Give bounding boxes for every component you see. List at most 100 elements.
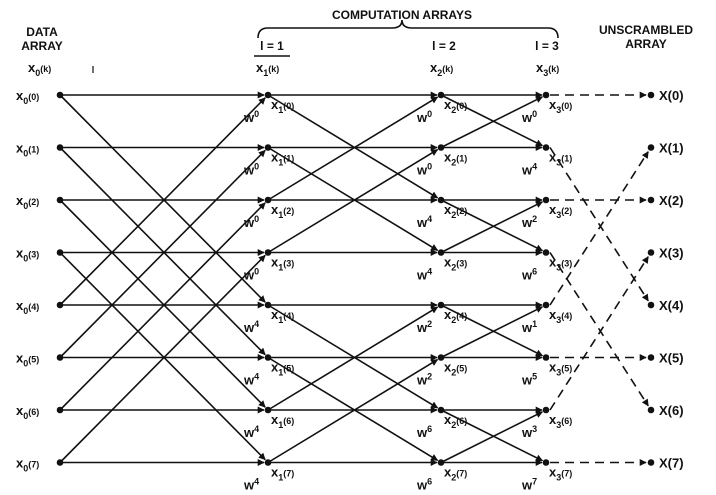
stage2-label-5-base: x — [444, 360, 452, 375]
stage3-label-3-sub: 3 — [556, 263, 561, 273]
twiddle-s3-6: w3 — [521, 424, 537, 440]
column-header-3-sub: 3 — [543, 68, 548, 78]
node-col0-row0 — [56, 91, 64, 99]
input-label-3-base: x — [16, 246, 24, 261]
twiddle-s2-5-exp: 2 — [427, 372, 432, 382]
stage1-label-1-base: x — [271, 150, 279, 165]
node-col0-row1 — [56, 144, 64, 151]
stage1-label-7-base: x — [271, 465, 279, 480]
edge-unscramble-4-1 — [549, 151, 649, 306]
node-col2-row5 — [437, 354, 445, 361]
edge-s2-cross-1-3 — [267, 146, 439, 252]
edge-s2-cross-3-1 — [267, 148, 439, 254]
node-col3-row3 — [542, 249, 550, 256]
input-label-1-arg: (1) — [28, 145, 39, 155]
input-label-0-base: x — [16, 88, 24, 103]
node-col1-row7 — [264, 459, 272, 466]
twiddle-s2-1: w0 — [416, 162, 432, 178]
twiddle-s2-3: w4 — [416, 267, 432, 283]
stage-1-label: l = 1 — [260, 39, 284, 53]
edge-s3-cross-5-4 — [440, 306, 544, 359]
stage1-label-5-base: x — [271, 360, 279, 375]
node-col3-row6 — [542, 406, 550, 414]
stage3-label-3-arg: (3) — [561, 259, 572, 269]
column-header-1-arg: (k) — [268, 64, 279, 74]
stage2-label-7-sub: 2 — [451, 473, 456, 483]
input-label-3-arg: (3) — [28, 250, 39, 260]
stage1-label-7-sub: 1 — [278, 473, 283, 483]
node-col1-row5 — [264, 354, 272, 361]
input-label-2: x0(2) — [16, 193, 39, 211]
stage1-label-1: x1(1) — [271, 150, 294, 168]
stage3-label-5-arg: (5) — [561, 364, 572, 374]
node-col0-row3 — [56, 249, 64, 256]
node-col2-row7 — [437, 459, 445, 466]
edge-s1-cross-0-4 — [59, 94, 266, 303]
stage2-label-7-base: x — [444, 465, 452, 480]
node-labels: x0(0)x0(1)x0(2)x0(3)x0(4)x0(5)x0(6)x0(7)… — [16, 88, 684, 493]
twiddle-s2-5-base: w — [416, 373, 428, 388]
stage-2-label: l = 2 — [432, 39, 456, 53]
twiddle-s1-1-base: w — [243, 163, 255, 178]
stage3-label-0-base: x — [549, 97, 557, 112]
stage1-label-6-base: x — [271, 412, 279, 427]
input-label-4-sub: 0 — [23, 306, 28, 316]
column-header-1: x1(k) — [256, 60, 279, 78]
node-col0-row4 — [56, 301, 64, 309]
column-header-0-base: x — [28, 60, 36, 75]
stage1-label-6-arg: (6) — [283, 416, 294, 426]
stage3-label-6: x3(6) — [549, 412, 572, 430]
column-header-3-base: x — [536, 60, 544, 75]
stage1-label-3-sub: 1 — [278, 263, 283, 273]
twiddle-s2-0-exp: 0 — [427, 109, 432, 119]
twiddle-s3-4: w1 — [521, 319, 537, 335]
input-label-2-arg: (2) — [28, 197, 39, 207]
output-label-6: X(6) — [659, 403, 684, 418]
stage3-label-6-base: x — [549, 412, 557, 427]
twiddle-s2-4-base: w — [416, 320, 428, 335]
twiddle-s1-0: w0 — [243, 109, 259, 125]
column-header-2-sub: 2 — [437, 68, 442, 78]
stage1-label-2-base: x — [271, 202, 279, 217]
twiddle-s1-7-exp: 4 — [254, 477, 259, 487]
node-output-2 — [647, 196, 655, 204]
input-label-0-sub: 0 — [23, 96, 28, 106]
column-header-3-arg: (k) — [548, 64, 559, 74]
stage2-label-0-arg: (0) — [456, 101, 467, 111]
stage3-label-0: x3(0) — [549, 97, 572, 115]
twiddle-s2-2: w4 — [416, 214, 432, 230]
node-col2-row1 — [437, 144, 445, 151]
edge-s2-cross-4-6 — [267, 304, 439, 409]
stage1-label-3-base: x — [271, 255, 279, 270]
input-label-5-base: x — [16, 351, 24, 366]
node-col1-row3 — [264, 249, 272, 256]
node-output-6 — [647, 406, 655, 414]
stage2-label-0-base: x — [444, 97, 452, 112]
node-col2-row0 — [437, 91, 445, 99]
stage1-label-4: x1(4) — [271, 307, 294, 325]
column-header-0-sub: 0 — [35, 68, 40, 78]
twiddle-s3-6-exp: 3 — [532, 424, 537, 434]
output-label-0: X(0) — [659, 88, 684, 103]
twiddle-s3-2-exp: 2 — [532, 214, 537, 224]
stage2-label-0: x2(0) — [444, 97, 467, 115]
twiddle-s2-3-base: w — [416, 268, 428, 283]
input-label-1-base: x — [16, 141, 24, 156]
stage3-label-5-sub: 3 — [556, 368, 561, 378]
stage3-label-2-base: x — [549, 202, 557, 217]
node-col1-row2 — [264, 196, 272, 204]
stage1-label-5: x1(5) — [271, 360, 294, 378]
edge-s1-cross-6-2 — [59, 202, 266, 411]
stage1-label-5-arg: (5) — [283, 364, 294, 374]
stage1-label-4-sub: 1 — [278, 315, 283, 325]
stage1-label-2-arg: (2) — [283, 206, 294, 216]
twiddle-s1-3-exp: 0 — [254, 267, 259, 277]
edge-s2-cross-2-0 — [267, 96, 439, 201]
stage2-label-4-sub: 2 — [451, 315, 456, 325]
column-header-2-base: x — [430, 60, 438, 75]
twiddle-s3-0-base: w — [521, 110, 533, 125]
twiddle-s3-1: w4 — [521, 162, 537, 178]
stage2-label-1-arg: (1) — [456, 154, 467, 164]
edge-s3-cross-0-1 — [440, 94, 544, 147]
